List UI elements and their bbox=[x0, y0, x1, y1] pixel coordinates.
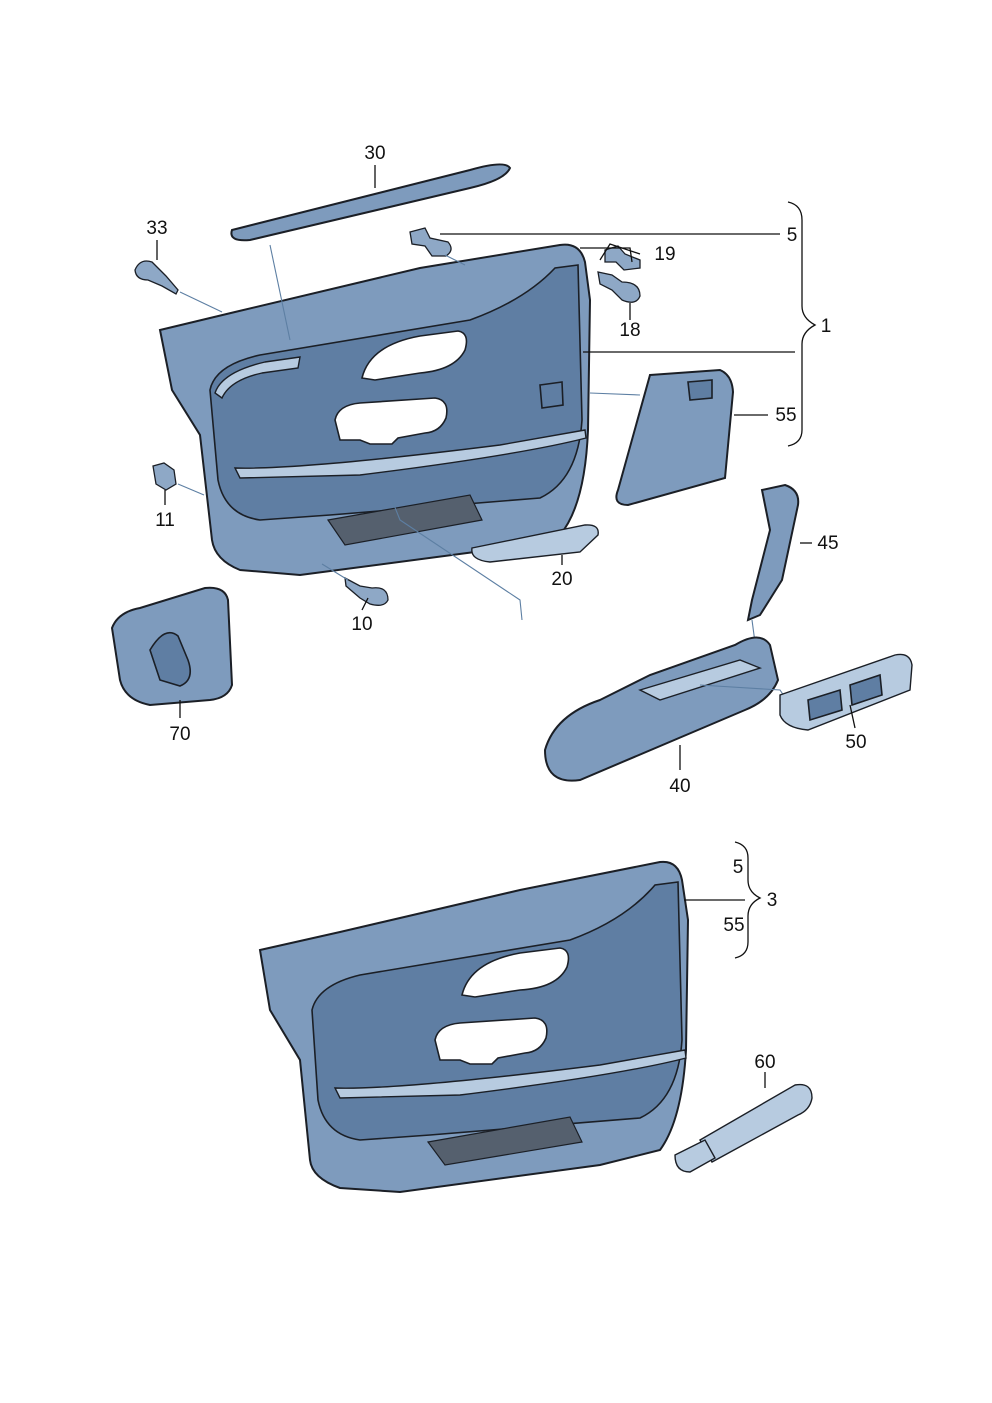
clip-19 bbox=[604, 245, 641, 271]
label-20: 20 bbox=[551, 569, 572, 590]
pocket-tray bbox=[471, 524, 599, 563]
switch-cover bbox=[615, 368, 735, 507]
label-5-upper: 5 bbox=[787, 225, 798, 246]
label-3: 3 bbox=[767, 890, 778, 911]
door-trim-panel-lower bbox=[258, 860, 690, 1194]
grab-handle bbox=[746, 483, 800, 622]
label-50: 50 bbox=[845, 732, 866, 753]
trim-strip bbox=[230, 163, 512, 242]
screw-18 bbox=[597, 271, 641, 303]
clip-11 bbox=[152, 462, 177, 491]
damper bbox=[674, 1083, 813, 1173]
label-33: 33 bbox=[146, 218, 167, 239]
label-18: 18 bbox=[619, 320, 640, 341]
label-10: 10 bbox=[351, 614, 372, 635]
label-1: 1 bbox=[821, 316, 832, 337]
label-55-upper: 55 bbox=[775, 405, 796, 426]
label-19: 19 bbox=[654, 244, 675, 265]
label-11: 11 bbox=[155, 510, 175, 531]
clip-5 bbox=[409, 227, 452, 257]
door-trim-panel-upper bbox=[158, 243, 592, 577]
armrest bbox=[543, 636, 780, 782]
label-70: 70 bbox=[169, 724, 190, 745]
screw-10 bbox=[344, 576, 389, 606]
cover-cap bbox=[110, 586, 234, 707]
window-switch bbox=[779, 653, 913, 731]
label-5-lower: 5 bbox=[733, 857, 744, 878]
label-55-lower: 55 bbox=[723, 915, 744, 936]
screw-33 bbox=[134, 260, 179, 295]
label-40: 40 bbox=[669, 776, 690, 797]
label-60: 60 bbox=[754, 1052, 775, 1073]
label-30: 30 bbox=[364, 143, 385, 164]
label-45: 45 bbox=[817, 533, 838, 554]
